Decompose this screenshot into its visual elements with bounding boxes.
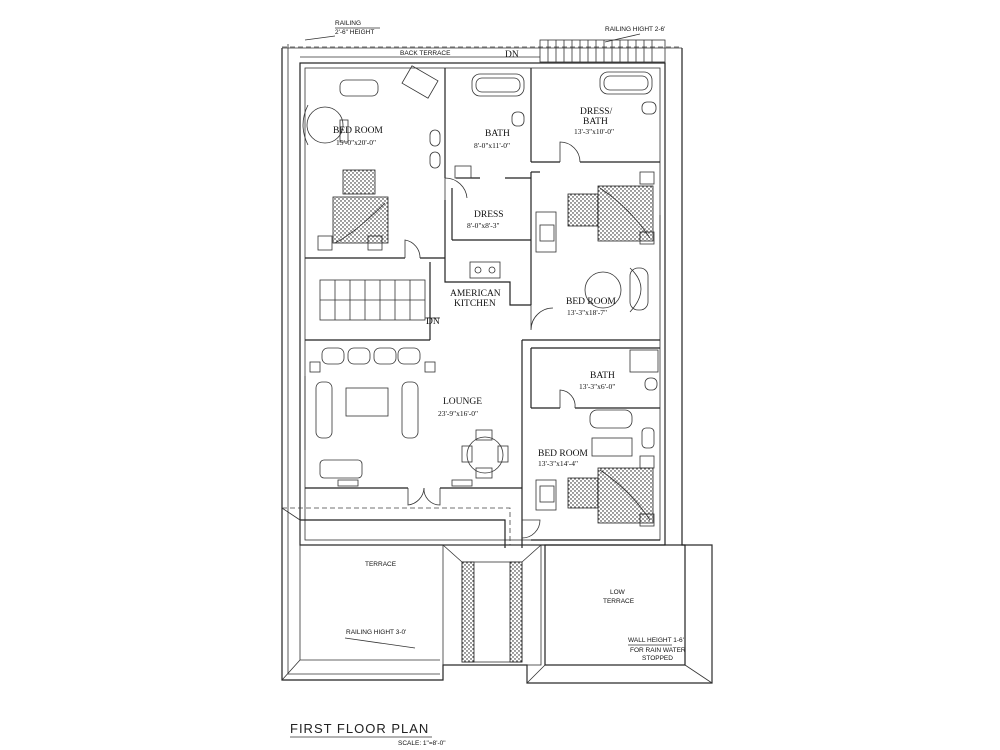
bath1-fixtures (454, 73, 525, 179)
kitchen-stove (469, 261, 501, 279)
low-terrace (526, 544, 713, 684)
bedroom1-name: BED ROOM (333, 126, 383, 136)
bedroom3-name: BED ROOM (538, 449, 588, 459)
note-railing-left-1: RAILING (335, 20, 361, 27)
bath1-name: BATH (485, 129, 510, 139)
bedroom1-furniture (302, 65, 441, 251)
bedroom2-name: BED ROOM (566, 297, 616, 307)
dress-size: 8'-0"x8'-3" (467, 221, 500, 230)
door-swings (404, 141, 581, 539)
bath2-size: 13'-3"x6'-0" (579, 382, 615, 391)
dress-bath-fixtures (599, 71, 657, 115)
terrace-name: TERRACE (365, 561, 397, 568)
note-dn-top: DN (505, 50, 519, 60)
kitchen-name-1: AMERICAN (450, 289, 501, 299)
lounge-furniture (304, 347, 509, 487)
entry-stair (442, 544, 542, 666)
bedroom1-size: 15'-0"x20'-0" (336, 138, 376, 147)
low-terrace-name-2: TERRACE (603, 598, 635, 605)
dress-name: DRESS (474, 210, 504, 220)
bath1-size: 8'-0"x11'-0" (474, 141, 510, 150)
lounge-size: 23'-9"x16'-0" (438, 409, 478, 418)
bath2-fixtures (629, 349, 659, 391)
front-terrace (281, 507, 511, 681)
back-terrace-steps (300, 39, 666, 63)
plan-title: FIRST FLOOR PLAN (290, 721, 429, 736)
note-railing-left-2: 2'-6" HEIGHT (335, 29, 374, 36)
bedroom2-furniture (535, 171, 661, 313)
dress-bath-size: 13'-3"x10'-0" (574, 127, 614, 136)
note-wall-height: WALL HEIGHT 1-6' (628, 637, 684, 644)
note-railing-bottom: RAILING HIGHT 3-0' (346, 629, 406, 636)
bedroom2-size: 13'-3"x18'-7" (567, 308, 607, 317)
note-railing-top-right: RAILING HIGHT 2-6' (605, 26, 665, 33)
bedroom3-size: 13'-3"x14'-4" (538, 459, 578, 468)
bedroom3-furniture (535, 409, 655, 527)
note-for-rain-water: FOR RAIN WATER (630, 647, 686, 654)
leader-lines (304, 27, 672, 649)
note-back-terrace: BACK TERRACE (400, 50, 451, 57)
labels: RAILING 2'-6" HEIGHT RAILING HIGHT 2-6' … (290, 20, 686, 747)
low-terrace-name-1: LOW (610, 589, 626, 596)
note-stopped: STOPPED (642, 655, 673, 662)
note-dn-stair: DN (426, 317, 440, 327)
dress-bath-name-2: BATH (583, 117, 608, 127)
stairs (319, 279, 440, 321)
lounge-name: LOUNGE (443, 397, 482, 407)
bath2-name: BATH (590, 371, 615, 381)
kitchen-name-2: KITCHEN (454, 299, 496, 309)
dress-bath-name-1: DRESS/ (580, 107, 613, 117)
plan-scale: SCALE: 1"=8'-0" (398, 740, 446, 747)
